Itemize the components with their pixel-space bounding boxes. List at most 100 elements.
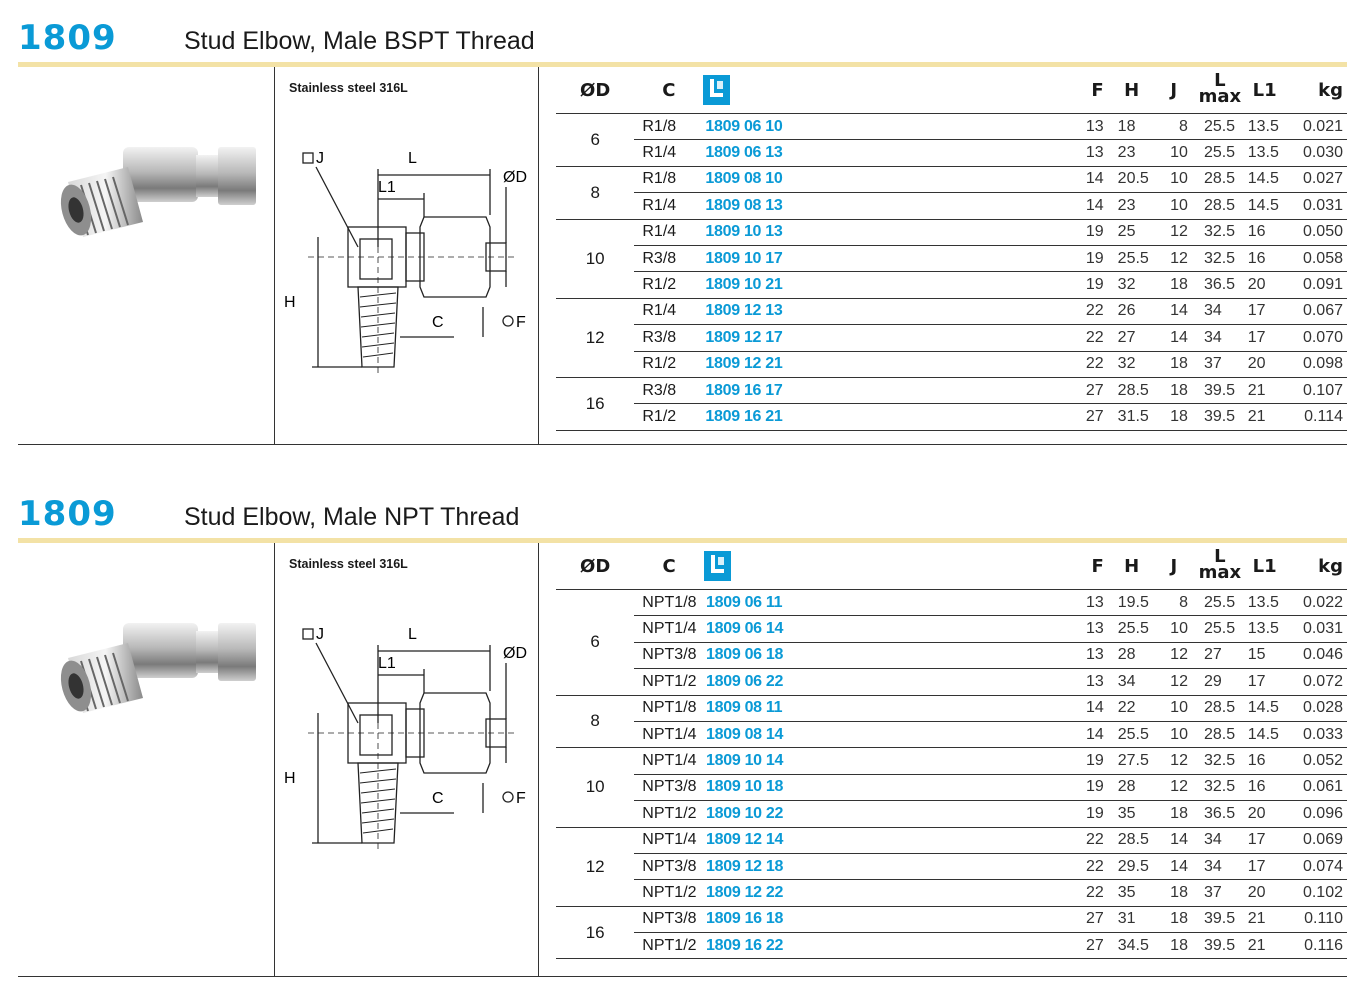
thread-cell: NPT1/2	[634, 932, 705, 960]
l1-cell: 21	[1243, 932, 1286, 960]
reference-cell[interactable]: 1809 12 14	[704, 827, 822, 854]
catalog-logo-icon	[703, 75, 731, 105]
spacer-cell	[821, 642, 1073, 670]
technical-drawing: J L L1 ØD H C F	[284, 150, 527, 374]
h-cell: 27	[1111, 324, 1152, 352]
j-cell: 8	[1151, 589, 1196, 617]
thread-cell: NPT3/8	[634, 906, 705, 934]
header-l1: L1	[1243, 67, 1286, 114]
spacer-cell	[821, 774, 1073, 802]
h-cell: 28	[1111, 774, 1152, 802]
reference-cell[interactable]: 1809 08 10	[703, 166, 821, 194]
lmax-cell: 37	[1195, 351, 1244, 378]
drawing-label-c: C	[432, 314, 444, 331]
reference-cell[interactable]: 1809 08 13	[703, 192, 821, 220]
j-cell: 14	[1151, 324, 1196, 352]
h-cell: 25.5	[1111, 245, 1152, 273]
header-l-label: L	[1214, 70, 1226, 91]
kg-cell: 0.074	[1285, 853, 1347, 881]
l1-cell: 14.5	[1243, 192, 1286, 220]
product-photo	[54, 146, 257, 240]
kg-cell: 0.058	[1285, 245, 1347, 273]
drawing-label-l: L	[408, 626, 417, 643]
l1-cell: 16	[1243, 774, 1286, 802]
thread-cell: R1/2	[634, 271, 704, 299]
spacer-cell	[821, 932, 1073, 960]
reference-cell[interactable]: 1809 08 14	[704, 721, 822, 749]
spacer-cell	[821, 668, 1073, 696]
j-cell: 12	[1151, 668, 1196, 696]
reference-cell[interactable]: 1809 12 18	[704, 853, 822, 881]
reference-cell[interactable]: 1809 06 22	[704, 668, 822, 696]
reference-cell[interactable]: 1809 10 21	[703, 271, 821, 299]
lmax-cell: 28.5	[1195, 166, 1244, 194]
j-cell: 10	[1151, 166, 1196, 194]
j-cell: 18	[1151, 403, 1196, 431]
reference-cell[interactable]: 1809 06 14	[704, 615, 822, 643]
drawing-label-h: H	[284, 294, 296, 311]
header-l1: L1	[1243, 543, 1286, 590]
od-cell: 8	[556, 695, 635, 749]
thread-cell: R1/4	[634, 298, 704, 326]
reference-cell[interactable]: 1809 12 22	[704, 879, 822, 907]
reference-cell[interactable]: 1809 10 14	[704, 747, 822, 775]
thread-cell: R1/4	[634, 139, 704, 167]
thread-cell: NPT3/8	[634, 774, 705, 802]
f-cell: 22	[1072, 324, 1112, 352]
section-bspt: 1809 Stud Elbow, Male BSPT Thread Stainl…	[0, 10, 1367, 445]
thread-cell: NPT1/8	[634, 695, 705, 722]
reference-cell[interactable]: 1809 10 18	[704, 774, 822, 802]
header-j: J	[1151, 67, 1196, 114]
j-cell: 12	[1151, 219, 1196, 246]
reference-cell[interactable]: 1809 16 22	[704, 932, 822, 960]
reference-cell[interactable]: 1809 10 17	[703, 245, 821, 273]
f-cell: 27	[1072, 906, 1112, 934]
spacer-cell	[820, 113, 1073, 141]
kg-cell: 0.061	[1285, 774, 1347, 802]
reference-cell[interactable]: 1809 06 13	[703, 139, 821, 167]
header-logo	[703, 67, 821, 114]
kg-cell: 0.110	[1285, 906, 1347, 934]
h-cell: 29.5	[1111, 853, 1152, 881]
header-spacer	[820, 67, 1073, 114]
lmax-cell: 25.5	[1195, 113, 1244, 141]
reference-cell[interactable]: 1809 06 10	[703, 113, 821, 141]
j-cell: 12	[1151, 747, 1196, 775]
column-divider	[538, 543, 539, 976]
product-title: Stud Elbow, Male BSPT Thread	[184, 27, 535, 55]
thread-cell: R1/4	[634, 219, 704, 246]
spacer-cell	[821, 747, 1073, 775]
h-cell: 25.5	[1111, 721, 1152, 749]
h-cell: 23	[1111, 192, 1152, 220]
spacer-cell	[820, 271, 1073, 299]
lmax-cell: 32.5	[1195, 245, 1244, 273]
kg-cell: 0.096	[1285, 800, 1347, 828]
reference-cell[interactable]: 1809 06 18	[704, 642, 822, 670]
h-cell: 34.5	[1111, 932, 1152, 960]
drawing-label-l1: L1	[378, 179, 396, 196]
kg-cell: 0.116	[1285, 932, 1347, 960]
reference-cell[interactable]: 1809 16 17	[703, 377, 821, 405]
reference-cell[interactable]: 1809 08 11	[704, 695, 822, 722]
reference-cell[interactable]: 1809 12 21	[703, 351, 821, 378]
reference-cell[interactable]: 1809 06 11	[704, 589, 822, 617]
spacer-cell	[821, 879, 1073, 907]
lmax-cell: 32.5	[1195, 774, 1244, 802]
reference-cell[interactable]: 1809 16 18	[704, 906, 822, 934]
reference-cell[interactable]: 1809 12 13	[703, 298, 821, 326]
reference-cell[interactable]: 1809 12 17	[703, 324, 821, 352]
reference-cell[interactable]: 1809 10 22	[704, 800, 822, 828]
h-cell: 26	[1111, 298, 1152, 326]
reference-cell[interactable]: 1809 10 13	[703, 219, 821, 246]
reference-cell[interactable]: 1809 16 21	[703, 403, 821, 431]
